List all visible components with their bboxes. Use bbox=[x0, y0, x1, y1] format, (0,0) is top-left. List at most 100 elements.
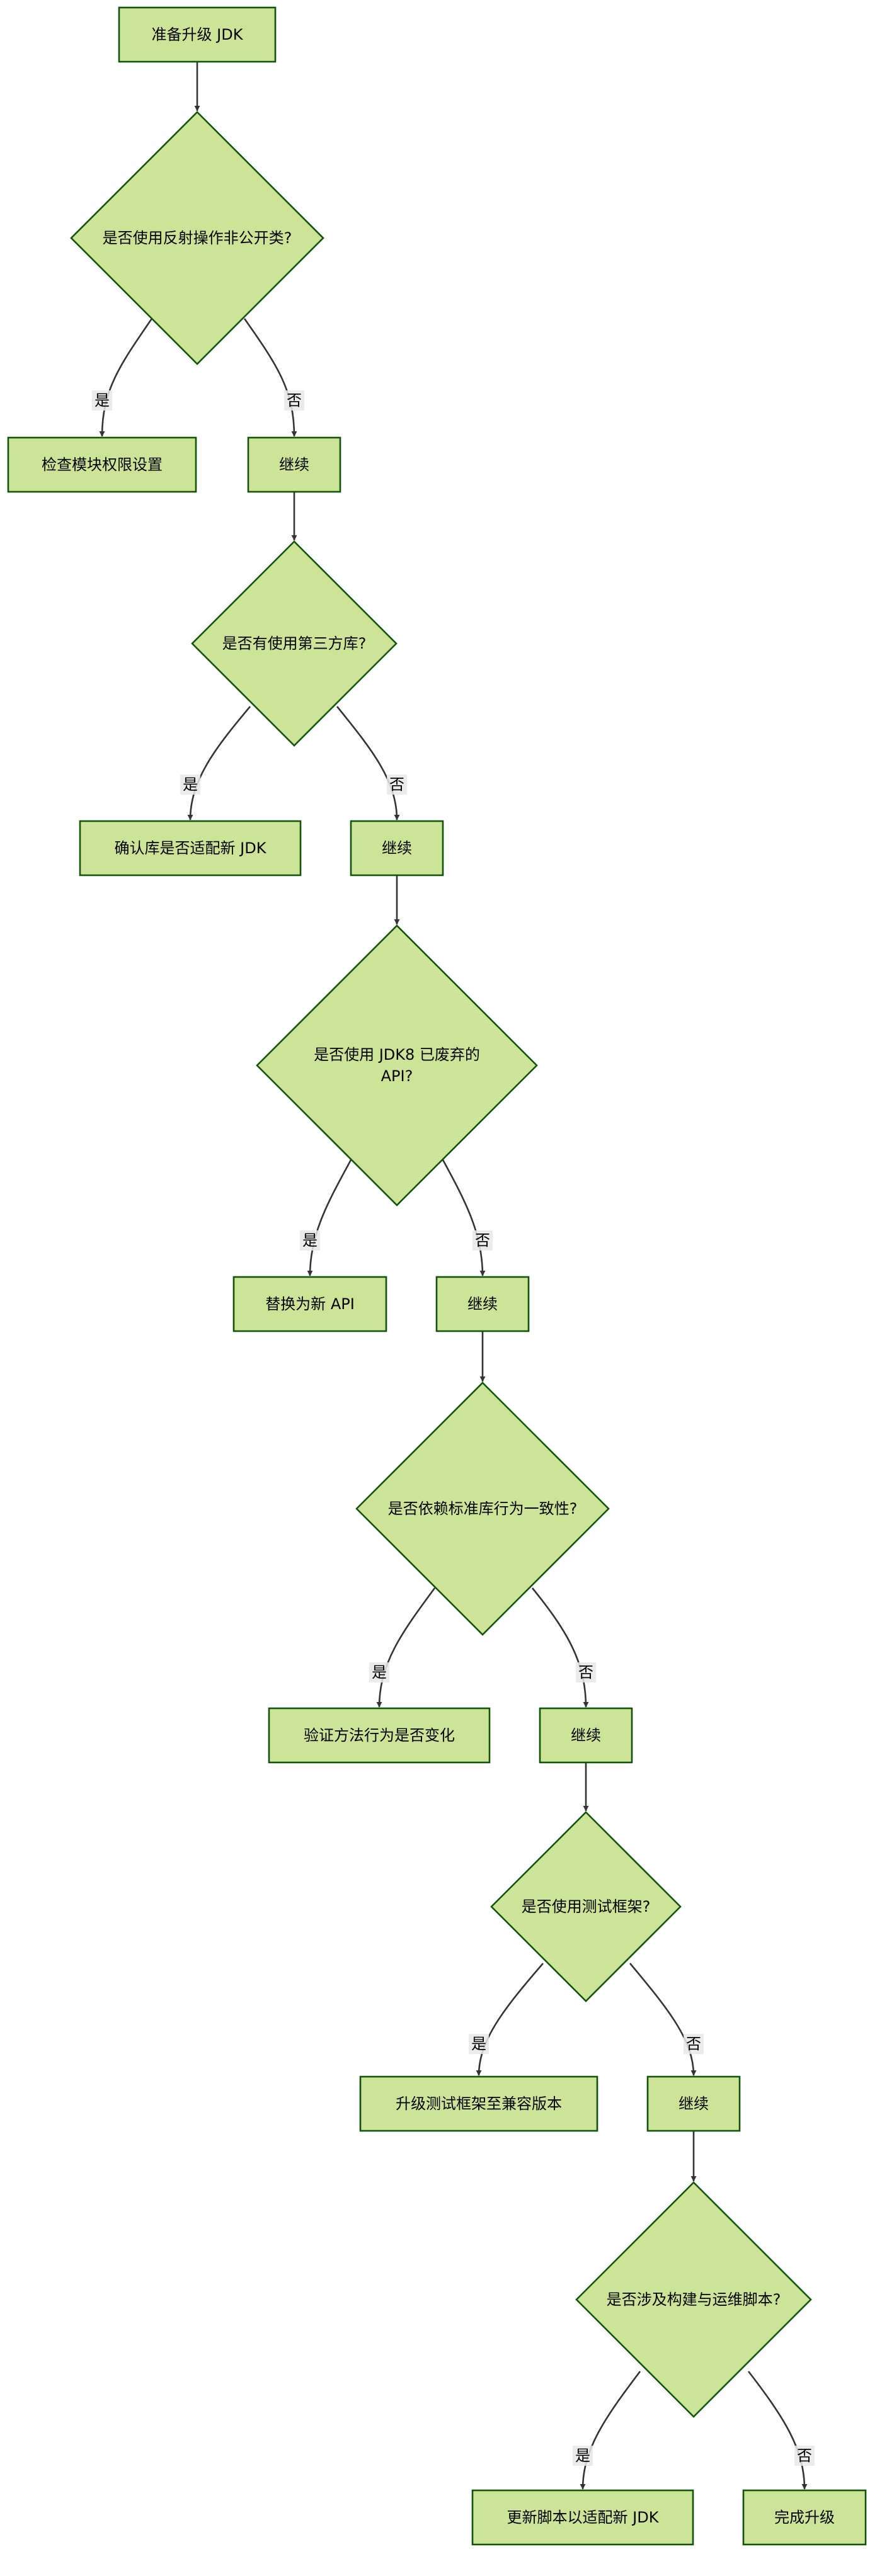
process-box bbox=[232, 1276, 387, 1332]
node-label: 是否使用反射操作非公开类? bbox=[103, 229, 292, 247]
node-a6[interactable]: 更新脚本以适配新 JDK bbox=[471, 2489, 694, 2546]
decision-diamond bbox=[256, 924, 538, 1206]
edge-label-text: 否 bbox=[797, 2447, 812, 2465]
edge-label-text: 是 bbox=[575, 2447, 590, 2465]
node-label: 继续 bbox=[467, 1295, 498, 1313]
edge-label-background bbox=[300, 1230, 320, 1251]
edge-label-background bbox=[284, 390, 304, 411]
edge-label-q3-to-c3: 否 bbox=[472, 1230, 493, 1251]
process-box bbox=[359, 2075, 598, 2132]
decision-diamond bbox=[490, 1811, 682, 2002]
node-label: 是否有使用第三方库? bbox=[222, 635, 367, 652]
edge-label-q5-to-c5: 否 bbox=[684, 2034, 704, 2054]
edge-label-text: 是 bbox=[471, 2035, 486, 2053]
process-box bbox=[646, 2075, 741, 2132]
node-start[interactable]: 准备升级 JDK bbox=[118, 6, 277, 63]
node-c1[interactable]: 继续 bbox=[247, 436, 341, 493]
edge-label-q1-to-a1: 是 bbox=[92, 390, 112, 411]
node-end[interactable]: 完成升级 bbox=[742, 2489, 867, 2546]
node-a3[interactable]: 替换为新 API bbox=[232, 1276, 387, 1332]
edge-label-text: 否 bbox=[287, 392, 302, 409]
node-label: 继续 bbox=[571, 1727, 601, 1744]
edge-label-q1-to-c1: 否 bbox=[284, 390, 304, 411]
node-label: 检查模块权限设置 bbox=[42, 456, 163, 474]
edge-q5-to-a5 bbox=[476, 1963, 544, 2076]
process-box bbox=[247, 436, 341, 493]
decision-diamond bbox=[355, 1382, 610, 1636]
node-q6[interactable]: 是否涉及构建与运维脚本? bbox=[575, 2181, 812, 2418]
node-q3[interactable]: 是否使用 JDK8 已废弃的 API? bbox=[256, 924, 538, 1206]
edge-label-background bbox=[794, 2446, 815, 2466]
process-box bbox=[350, 820, 444, 877]
edge-label-text: 是 bbox=[302, 1232, 318, 1249]
edge-q4-to-a4 bbox=[376, 1587, 436, 1708]
process-box bbox=[79, 820, 302, 877]
edge-q2-to-a2 bbox=[187, 706, 251, 820]
node-label: 确认库是否适配新 JDK bbox=[115, 839, 267, 857]
edge-label-background bbox=[387, 775, 407, 795]
node-q2[interactable]: 是否有使用第三方库? bbox=[191, 540, 398, 747]
node-label: 更新脚本以适配新 JDK bbox=[507, 2509, 660, 2526]
edge-q1-to-c1 bbox=[243, 318, 297, 437]
node-c5[interactable]: 继续 bbox=[646, 2075, 741, 2132]
edge-label-q5-to-a5: 是 bbox=[469, 2034, 489, 2054]
node-a1[interactable]: 检查模块权限设置 bbox=[7, 436, 197, 493]
edge-label-background bbox=[369, 1662, 389, 1682]
process-box bbox=[435, 1276, 530, 1332]
edge-q1-to-a1 bbox=[99, 318, 153, 437]
node-label: 替换为新 API bbox=[265, 1295, 355, 1313]
process-box bbox=[118, 6, 277, 63]
process-box bbox=[471, 2489, 694, 2546]
edge-q2-to-c2 bbox=[336, 706, 400, 820]
edge-label-text: 是 bbox=[94, 392, 110, 409]
edge-label-q4-to-c4: 否 bbox=[576, 1662, 596, 1682]
edge-label-text: 否 bbox=[686, 2035, 701, 2053]
edge-label-background bbox=[576, 1662, 596, 1682]
node-a4[interactable]: 验证方法行为是否变化 bbox=[268, 1707, 491, 1764]
node-label: 是否涉及构建与运维脚本? bbox=[607, 2291, 781, 2308]
edge-label-text: 否 bbox=[475, 1232, 490, 1249]
edge-label-q6-to-a6: 是 bbox=[573, 2446, 593, 2466]
edge-label-background bbox=[92, 390, 112, 411]
node-a2[interactable]: 确认库是否适配新 JDK bbox=[79, 820, 302, 877]
edge-q3-to-a3 bbox=[307, 1159, 352, 1276]
node-label: 升级测试框架至兼容版本 bbox=[396, 2095, 562, 2113]
edge-q6-to-a6 bbox=[580, 2371, 641, 2490]
node-label: 继续 bbox=[382, 839, 412, 857]
edge-q5-to-c5 bbox=[629, 1963, 697, 2076]
edge-label-q4-to-a4: 是 bbox=[369, 1662, 389, 1682]
node-label: 是否使用测试框架? bbox=[522, 1898, 651, 1915]
edge-label-text: 否 bbox=[389, 776, 404, 793]
node-q5[interactable]: 是否使用测试框架? bbox=[490, 1811, 682, 2002]
node-label: 验证方法行为是否变化 bbox=[304, 1727, 455, 1744]
edge-q3-to-c3 bbox=[442, 1159, 486, 1276]
edge-labels-layer: 是否是否是否是否是否是否 bbox=[92, 390, 815, 2466]
node-a5[interactable]: 升级测试框架至兼容版本 bbox=[359, 2075, 598, 2132]
node-label: 继续 bbox=[679, 2095, 709, 2113]
decision-diamond bbox=[191, 540, 398, 747]
edges-layer bbox=[99, 62, 808, 2490]
process-box bbox=[268, 1707, 491, 1764]
node-q4[interactable]: 是否依赖标准库行为一致性? bbox=[355, 1382, 610, 1636]
edge-label-q2-to-a2: 是 bbox=[180, 775, 200, 795]
edge-label-q3-to-a3: 是 bbox=[300, 1230, 320, 1251]
edge-label-background bbox=[684, 2034, 704, 2054]
edge-label-text: 是 bbox=[372, 1664, 387, 1681]
process-box bbox=[7, 436, 197, 493]
edge-label-text: 否 bbox=[578, 1664, 593, 1681]
process-box bbox=[539, 1707, 633, 1764]
node-label: 继续 bbox=[279, 456, 309, 474]
process-box bbox=[742, 2489, 867, 2546]
node-label: 准备升级 JDK bbox=[152, 26, 244, 43]
node-c2[interactable]: 继续 bbox=[350, 820, 444, 877]
node-c3[interactable]: 继续 bbox=[435, 1276, 530, 1332]
node-c4[interactable]: 继续 bbox=[539, 1707, 633, 1764]
node-label: 是否依赖标准库行为一致性? bbox=[388, 1500, 578, 1518]
node-label: 是否使用 JDK8 已废弃的 bbox=[314, 1046, 480, 1064]
node-label: API? bbox=[381, 1067, 413, 1085]
node-q1[interactable]: 是否使用反射操作非公开类? bbox=[70, 111, 324, 365]
edge-label-q2-to-c2: 否 bbox=[387, 775, 407, 795]
edge-q6-to-end bbox=[747, 2371, 808, 2490]
edge-label-background bbox=[472, 1230, 493, 1251]
